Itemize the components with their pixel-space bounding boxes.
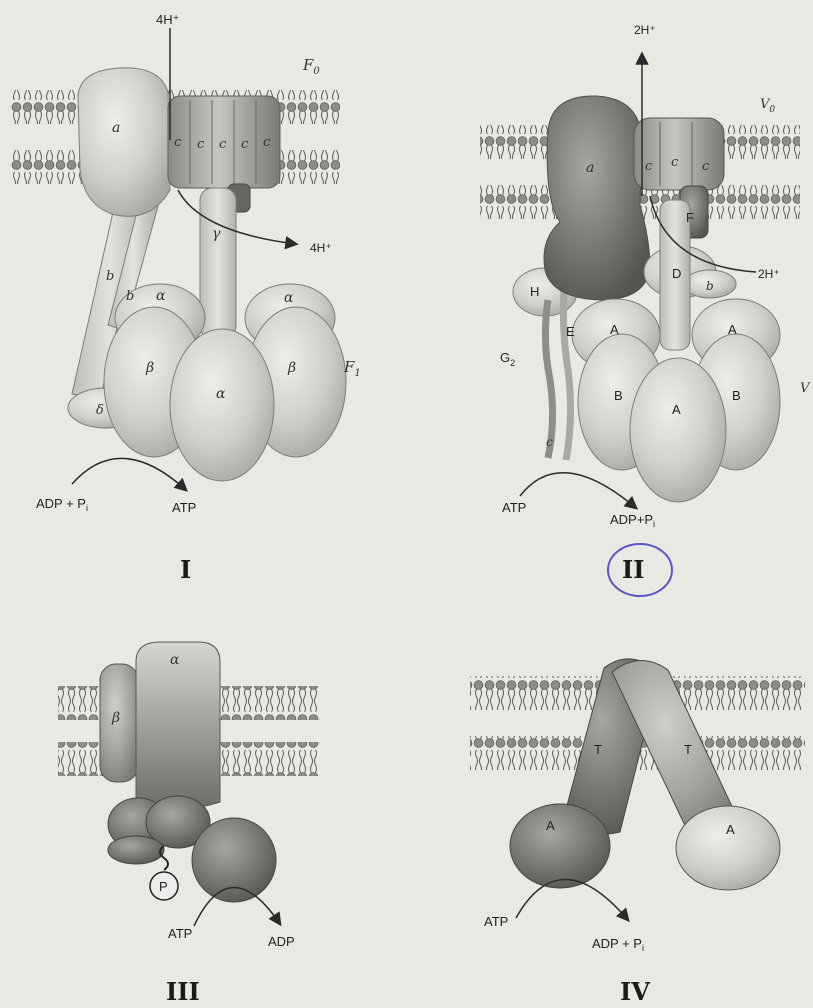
t-right-label: T: [684, 742, 692, 757]
panel-one: 4H⁺ F0 a c c c c c γ 4H⁺ b b α α β β α δ…: [10, 12, 361, 584]
subunit-a-two-label: a: [586, 160, 594, 176]
phosphate-label: P: [159, 879, 168, 894]
subunit-a-two: [544, 96, 650, 300]
f0-label: F0: [302, 56, 320, 77]
alpha-label-center: α: [216, 386, 226, 402]
subunit-a-label: a: [112, 120, 120, 136]
c-label-two-3: c: [702, 159, 710, 174]
gamma-label: γ: [212, 226, 221, 242]
panel-three: α β P ATP ADP III: [58, 642, 320, 1006]
subunit-a-left-label: A: [610, 322, 619, 337]
subunit-e-label: E: [566, 324, 575, 339]
panel-four: T T A A ATP ADP + Pi IV: [470, 659, 805, 1006]
subunit-b-left-label: B: [614, 388, 623, 403]
subunit-f-label: F: [686, 210, 694, 225]
reaction-right-two: ADP+Pi: [610, 512, 655, 529]
subunit-b-right-label: B: [732, 388, 741, 403]
t-left-label: T: [594, 742, 602, 757]
c-label-2: c: [197, 137, 205, 152]
subunit-b-two-label: b: [706, 279, 714, 293]
reaction-left-three: ATP: [168, 926, 192, 941]
subunit-a-center-label: A: [672, 402, 681, 417]
reaction-arrow-two: [520, 473, 636, 508]
reaction-left-two: ATP: [502, 500, 526, 515]
panel-numeral-four: IV: [620, 977, 650, 1006]
subunit-a-one: [78, 68, 170, 216]
a-four-right-label: A: [726, 822, 735, 837]
b-label-2: b: [126, 289, 134, 304]
beta-label-right: β: [287, 360, 296, 376]
v0-label: V0: [760, 97, 775, 115]
subunit-d-label: D: [672, 266, 681, 281]
c-label-1: c: [174, 135, 182, 150]
alpha-label-right: α: [284, 290, 294, 306]
subunit-a-four-right: [676, 806, 780, 890]
subunit-g-label: G2: [500, 350, 515, 368]
c-ring-two: [634, 118, 724, 190]
proton-up-label: 2H⁺: [634, 23, 656, 37]
beta-label-left: β: [145, 360, 154, 376]
reaction-right-four: ADP + Pi: [592, 936, 644, 953]
panel-two: 2H⁺ V0 a c c c F D b 2H⁺ H E A A G2 B B …: [480, 23, 811, 596]
c-label-4: c: [241, 137, 249, 152]
v1-edge-label: V: [800, 381, 811, 396]
c-label-5: c: [263, 135, 271, 150]
beta-three-label: β: [111, 710, 120, 726]
subunit-c-small-label: c: [546, 435, 553, 449]
alpha-label-left: α: [156, 288, 166, 304]
b-label-1: b: [106, 269, 114, 284]
panel-numeral-two: II: [622, 555, 644, 584]
reaction-right-three: ADP: [268, 934, 295, 949]
c-label-two-2: c: [671, 155, 679, 170]
reaction-left-one: ADP + Pi: [36, 496, 88, 513]
panel-numeral-one: I: [180, 555, 191, 584]
proton-side-label: 2H⁺: [758, 267, 780, 281]
delta-label: δ: [96, 403, 104, 418]
c-label-two-1: c: [645, 159, 653, 174]
cytoplasmic-domains-three: [108, 796, 276, 902]
reaction-left-four: ATP: [484, 914, 508, 929]
subunit-gamma: [200, 188, 236, 338]
panel-numeral-three: III: [166, 977, 200, 1006]
proton-out-label: 4H⁺: [310, 241, 332, 255]
alpha-three-label: α: [170, 652, 180, 668]
c-label-3: c: [219, 137, 227, 152]
f1-label: F1: [343, 358, 361, 379]
subunit-a-right-label: A: [728, 322, 737, 337]
reaction-arrow-one: [72, 458, 186, 490]
subunit-h-label: H: [530, 284, 539, 299]
a-four-left-label: A: [546, 818, 555, 833]
reaction-right-one: ATP: [172, 500, 196, 515]
subunit-a-four-left: [510, 804, 610, 888]
proton-in-label: 4H⁺: [156, 12, 179, 27]
